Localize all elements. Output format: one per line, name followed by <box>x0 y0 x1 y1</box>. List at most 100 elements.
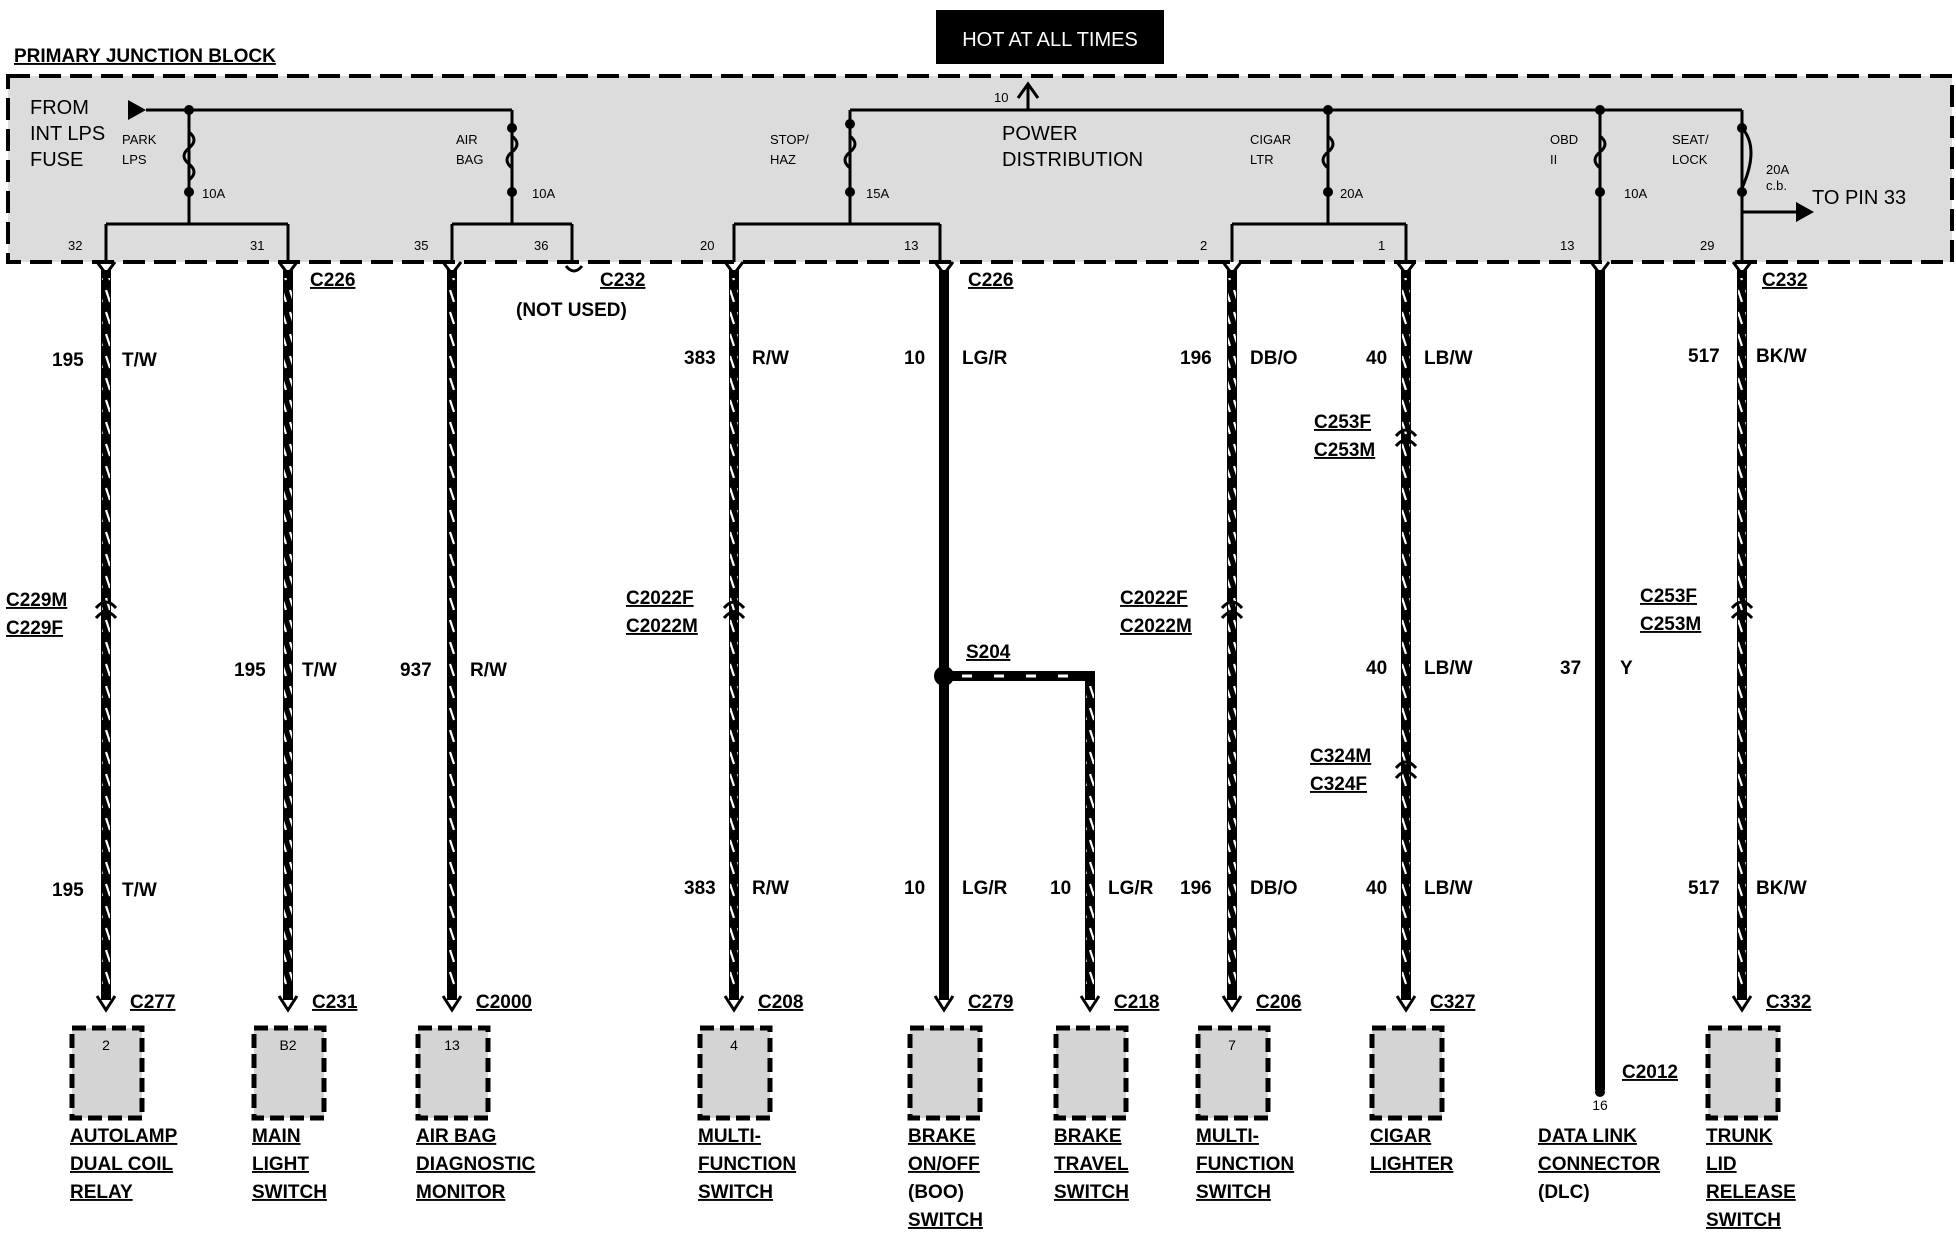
splice-dot <box>934 666 954 686</box>
w1-bot-num: 195 <box>52 880 84 901</box>
inline-c229f: C229F <box>6 618 63 639</box>
wire-hatch <box>730 278 738 988</box>
component-connector-label: C2012 <box>1622 1062 1678 1083</box>
w4-bot-num: 383 <box>684 878 716 899</box>
pin-13b: 13 <box>1560 238 1574 253</box>
conn-c226-left: C226 <box>310 270 355 291</box>
wire-hatch <box>1086 686 1094 986</box>
power-label-2: DISTRIBUTION <box>1002 149 1143 171</box>
w6-color: LG/R <box>1108 878 1154 899</box>
to-pin-arrow-icon <box>1796 202 1814 222</box>
dlc-end-dot <box>1595 1087 1605 1097</box>
wire-top-arrow-icon <box>723 261 745 277</box>
block-labels: FROM INT LPS FUSE POWER DISTRIBUTION TO … <box>30 97 1906 253</box>
component-name-line: CIGAR <box>1370 1126 1432 1147</box>
w4-top-num: 383 <box>684 348 716 369</box>
w9-num: 37 <box>1560 658 1581 679</box>
wire-hatch <box>284 278 292 988</box>
wire-end-arrow-icon <box>277 995 299 1013</box>
w7-top-color: DB/O <box>1250 348 1298 369</box>
fuse-seat-cb: c.b. <box>1766 178 1787 193</box>
to-pin-label: TO PIN 33 <box>1812 187 1906 209</box>
component-name-line: SWITCH <box>1196 1182 1271 1203</box>
wire-labels: 195 T/W 195 T/W 195 T/W 937 R/W 383 R/W … <box>52 346 1807 901</box>
w1-bot-color: T/W <box>122 880 157 901</box>
component-name-line: ON/OFF <box>908 1154 980 1175</box>
fuse-park-rating: 10A <box>202 186 225 201</box>
component-name-line: AIR BAG <box>416 1126 496 1147</box>
not-used-label: (NOT USED) <box>516 300 627 321</box>
internal-bus: 10 <box>104 81 1814 262</box>
w4-bot-color: R/W <box>752 878 789 899</box>
w5-bot-color: LG/R <box>962 878 1008 899</box>
w3-color: R/W <box>470 660 507 681</box>
fuse-park-label: PARK <box>122 132 157 147</box>
fuse-obd-label: OBD <box>1550 132 1578 147</box>
component-box <box>1369 1025 1445 1121</box>
pin-35: 35 <box>414 238 428 253</box>
w5-bot-num: 10 <box>904 878 925 899</box>
component-name-line: (BOO) <box>908 1182 964 1203</box>
inline-connector-icon <box>722 600 746 620</box>
component-box <box>1705 1025 1781 1121</box>
inline-c2022m-a: C2022M <box>626 616 698 637</box>
from-label-2: INT LPS <box>30 123 105 145</box>
component-name-line: BRAKE <box>908 1126 976 1147</box>
component-pin: 2 <box>102 1037 110 1053</box>
w10-bot-num: 517 <box>1688 878 1720 899</box>
wire-hatch <box>448 278 456 988</box>
wire-top-arrow-icon <box>1589 261 1611 277</box>
conn-c232-right: C232 <box>1762 270 1807 291</box>
component-name-line: DATA LINK <box>1538 1126 1637 1147</box>
inline-connector-icon <box>1220 600 1244 620</box>
from-label-3: FUSE <box>30 149 83 171</box>
pin-32: 32 <box>68 238 82 253</box>
pin-1: 1 <box>1378 238 1385 253</box>
component-box <box>69 1025 145 1121</box>
component-connector-label: C208 <box>758 992 803 1013</box>
wire-top-arrow-icon <box>95 261 117 277</box>
w5-top-color: LG/R <box>962 348 1008 369</box>
inline-c253f-b: C253F <box>1640 586 1697 607</box>
wires <box>94 261 1754 1097</box>
splice-s204: S204 <box>934 642 1011 686</box>
component-pin: 4 <box>730 1037 738 1053</box>
component-name-line: SWITCH <box>698 1182 773 1203</box>
power-label-1: POWER <box>1002 123 1078 145</box>
component-name-line: (DLC) <box>1538 1182 1590 1203</box>
fuse-cigar-rating: 20A <box>1340 186 1363 201</box>
component-name-line: LIGHTER <box>1370 1154 1454 1175</box>
input-arrow-icon <box>128 100 146 120</box>
wire-end-arrow-icon <box>441 995 463 1013</box>
component-name-line: SWITCH <box>252 1182 327 1203</box>
component-connector-label: C332 <box>1766 992 1811 1013</box>
wire-end-arrow-icon <box>933 995 955 1013</box>
component-name-line: TRUNK <box>1706 1126 1773 1147</box>
inline-connector-icon <box>94 600 118 620</box>
component-box <box>1195 1025 1271 1121</box>
fuse-seat-label: SEAT/ <box>1672 132 1709 147</box>
wire-hatch <box>1738 278 1746 988</box>
component-name-line: BRAKE <box>1054 1126 1122 1147</box>
component-pin: 13 <box>444 1037 460 1053</box>
component-box <box>1053 1025 1129 1121</box>
w8-top-num: 40 <box>1366 348 1387 369</box>
bus-pin: 10 <box>994 90 1008 105</box>
wire-top-arrow-icon <box>1221 261 1243 277</box>
w8-bot-num: 40 <box>1366 878 1387 899</box>
w8-bot-color: LB/W <box>1424 878 1473 899</box>
component-pin: 7 <box>1228 1037 1236 1053</box>
w7-bot-num: 196 <box>1180 878 1212 899</box>
component-name-line: SWITCH <box>908 1210 983 1231</box>
component-name-line: CONNECTOR <box>1538 1154 1660 1175</box>
w10-top-color: BK/W <box>1756 346 1807 367</box>
component-name-line: TRAVEL <box>1054 1154 1129 1175</box>
wire-end-arrow-icon <box>1079 995 1101 1013</box>
wire-end-arrow-icon <box>1221 995 1243 1013</box>
inline-c229m: C229M <box>6 590 67 611</box>
fuse-seat-rating: 20A <box>1766 162 1789 177</box>
